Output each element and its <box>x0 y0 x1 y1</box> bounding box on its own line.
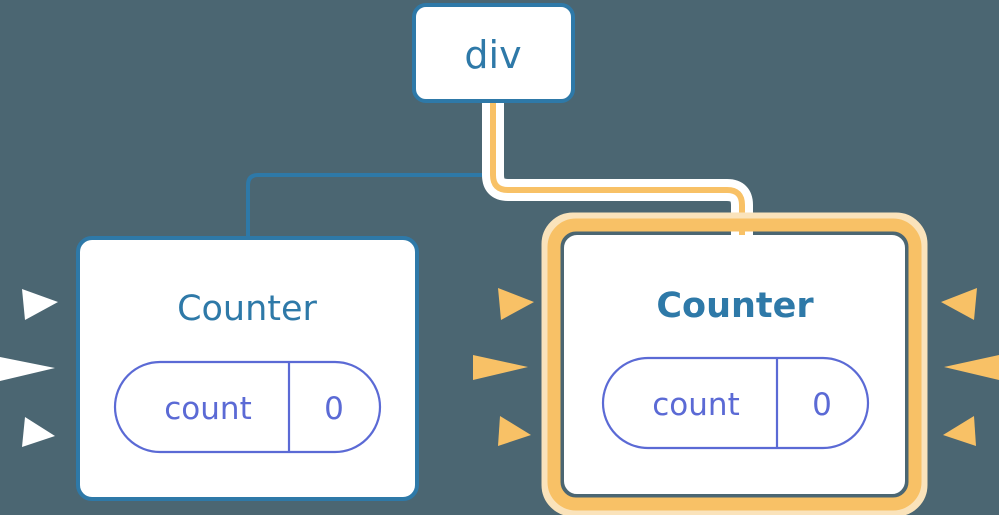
sparkle-burst-icon-right-outer <box>941 288 999 446</box>
prop-pill-outline <box>113 360 382 454</box>
sparkle-ray-icon <box>941 288 977 320</box>
prop-pill-key: count <box>164 391 251 427</box>
sparkle-ray-icon <box>498 416 531 446</box>
node-counter-right-glow <box>541 212 928 515</box>
node-root-div-box[interactable] <box>412 3 575 103</box>
node-root-div[interactable]: div <box>412 3 575 103</box>
sparkle-ray-icon <box>0 357 55 381</box>
node-counter-right-title: Counter <box>656 286 814 326</box>
node-counter-right[interactable]: Counter count 0 <box>541 212 928 515</box>
prop-pill-value: 0 <box>812 387 832 423</box>
prop-pill-value: 0 <box>324 391 344 427</box>
edge-layer <box>246 92 753 256</box>
edge-div-to-counter-left <box>246 101 495 242</box>
node-counter-right-prop-pill[interactable]: count 0 <box>601 356 870 450</box>
sparkle-ray-icon <box>943 416 976 446</box>
node-counter-left-title: Counter <box>177 289 317 329</box>
node-counter-left-prop-pill[interactable]: count 0 <box>113 360 382 454</box>
sparkle-ray-icon <box>473 355 528 380</box>
node-root-div-label: div <box>464 33 521 77</box>
sparkle-burst-icon-middle <box>473 288 534 446</box>
sparkle-ray-icon <box>22 289 58 320</box>
sparkle-burst-icon-left-outer <box>0 289 58 447</box>
sparkle-ray-icon <box>498 288 534 320</box>
sparkle-ray-icon <box>944 355 999 380</box>
prop-pill-key: count <box>652 387 739 423</box>
node-counter-left[interactable]: Counter count 0 <box>76 236 419 501</box>
sparkle-ray-icon <box>22 417 55 447</box>
edge-div-to-counter-right <box>490 100 745 248</box>
node-counter-right-highlight-border <box>547 218 922 511</box>
prop-pill-outline <box>601 356 870 450</box>
